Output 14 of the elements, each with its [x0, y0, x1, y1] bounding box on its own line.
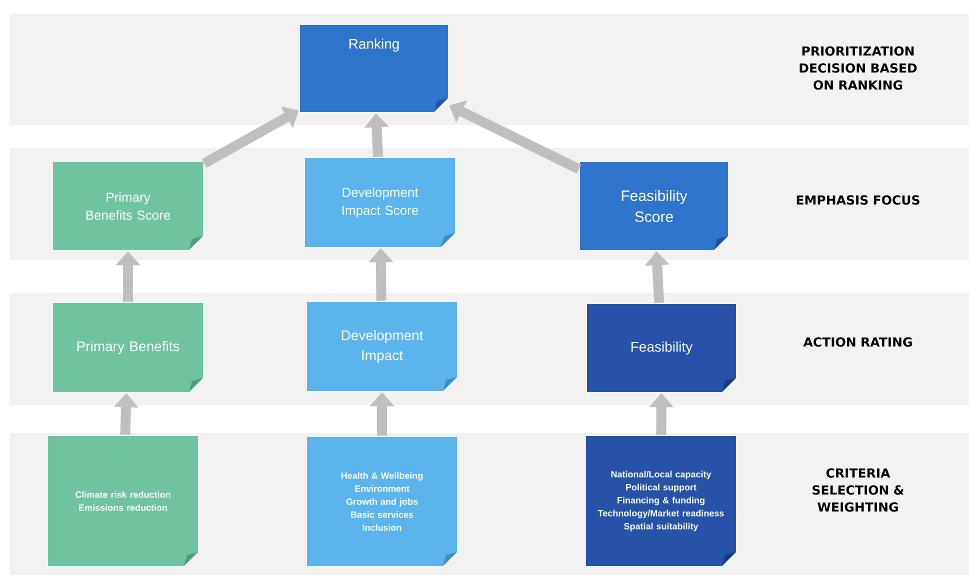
sticky-note: Feasibility	[587, 304, 736, 392]
sticky-note: Ranking	[300, 25, 448, 112]
sticky-note: Health & Wellbeing Environment Growth and jobs Basic services Inclusion	[307, 437, 457, 566]
band-label: PRIORITIZATION DECISION BASED ON RANKING	[800, 46, 917, 90]
sticky-note: Feasibility Score	[580, 162, 728, 250]
sticky-note: Primary Benefits	[53, 303, 203, 392]
sticky-note: Development Impact	[307, 302, 457, 391]
band-label: EMPHASIS FOCUS	[796, 195, 920, 205]
sticky-note: National/Local capacity Political support Financing & funding Technology/Market readiness Spatial suitability	[586, 436, 736, 566]
band-label: CRITERIA SELECTION & WEIGHTING	[812, 468, 904, 512]
sticky-note: Development Impact Score	[305, 158, 455, 247]
band-label: ACTION RATING	[803, 337, 912, 347]
sticky-note: Climate risk reduction Emissions reduction	[48, 436, 198, 566]
sticky-note: Primary Benefits Score	[53, 162, 203, 250]
